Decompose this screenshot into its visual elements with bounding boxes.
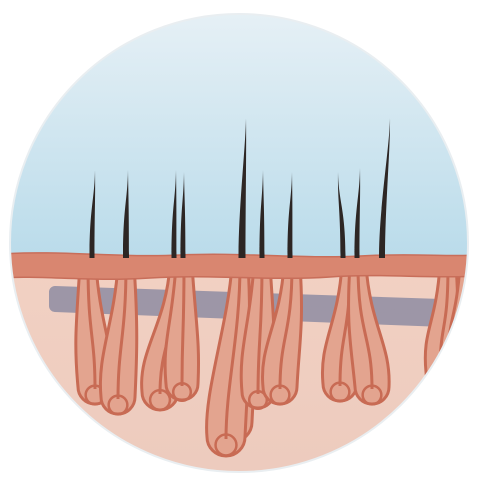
air-layer [0, 0, 478, 262]
follicle-bulb [432, 372, 447, 387]
follicle-bulb [455, 363, 468, 376]
